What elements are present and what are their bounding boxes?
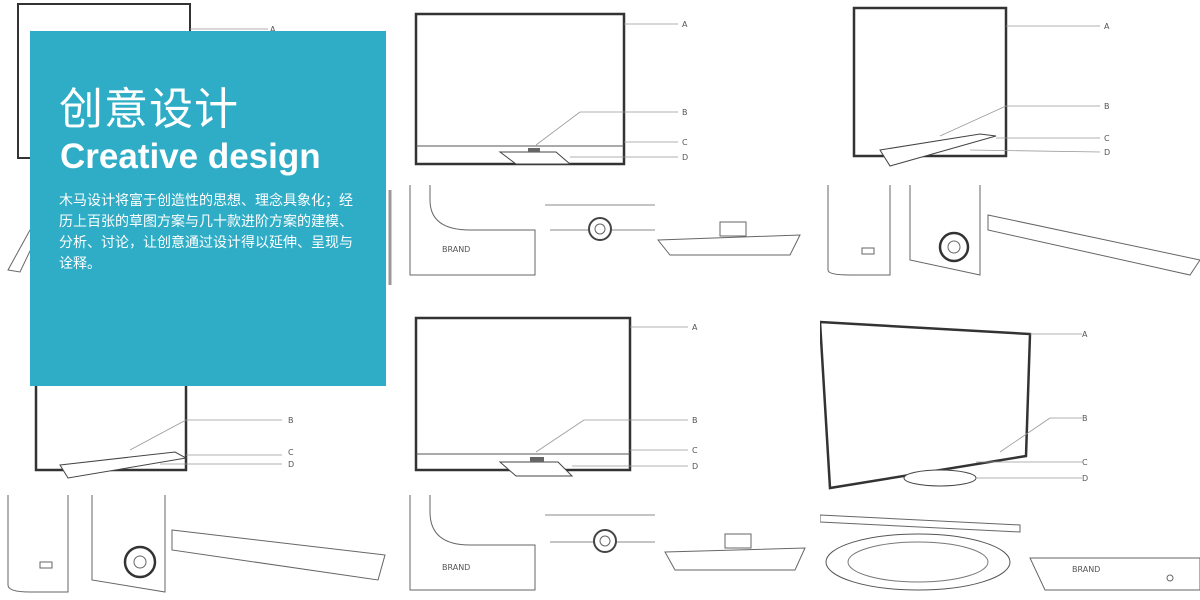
description-text: 木马设计将富于创造性的思想、理念具象化；经历上百张的草图方案与几十款进阶方案的建…: [59, 193, 353, 272]
callout-a: A: [270, 25, 276, 34]
callout-c: C: [1082, 458, 1088, 467]
tv-sketch-bottom-middle: A B C D BRAND: [400, 300, 820, 600]
title-english: Creative design: [60, 137, 321, 176]
callout-a: A: [682, 20, 688, 29]
callout-d: D: [1104, 148, 1110, 157]
callout-b: B: [1104, 102, 1110, 111]
tv-sketch-bottom-middle-drawing: A B C D BRAND: [409, 316, 806, 591]
creative-design-panel: 创意设计 Creative design 木马设计将富于创造性的思想、理念具象化…: [30, 31, 386, 386]
tv-sketch-top-middle-drawing: A B C D BRAND: [409, 12, 801, 276]
brand-text: BRAND: [442, 563, 470, 572]
tv-sketch-top-right-drawing: A B C D: [827, 6, 1200, 276]
callout-b: B: [682, 108, 688, 117]
callout-c: C: [682, 138, 688, 147]
title-chinese: 创意设计: [59, 84, 239, 135]
callout-d: D: [288, 460, 294, 469]
callout-a: A: [692, 323, 698, 332]
callout-d: D: [1082, 474, 1088, 483]
tv-sketch-bottom-right: A B C D BRAND: [820, 300, 1200, 600]
callout-c: C: [288, 448, 294, 457]
callout-d: D: [692, 462, 698, 471]
callout-a: A: [1082, 330, 1088, 339]
brand-text: BRAND: [442, 245, 470, 254]
callout-d: D: [682, 153, 688, 162]
callout-c: C: [1104, 134, 1110, 143]
tv-sketch-top-right: A B C D: [820, 0, 1200, 300]
callout-b: B: [288, 416, 294, 425]
tv-sketch-bottom-right-drawing: A B C D BRAND: [820, 320, 1200, 591]
tv-sketch-top-middle: A B C D BRAND: [400, 0, 820, 300]
callout-a: A: [1104, 22, 1110, 31]
callout-b: B: [692, 416, 698, 425]
callout-c: C: [692, 446, 698, 455]
callout-b: B: [1082, 414, 1088, 423]
brand-text: BRAND: [1072, 565, 1100, 574]
